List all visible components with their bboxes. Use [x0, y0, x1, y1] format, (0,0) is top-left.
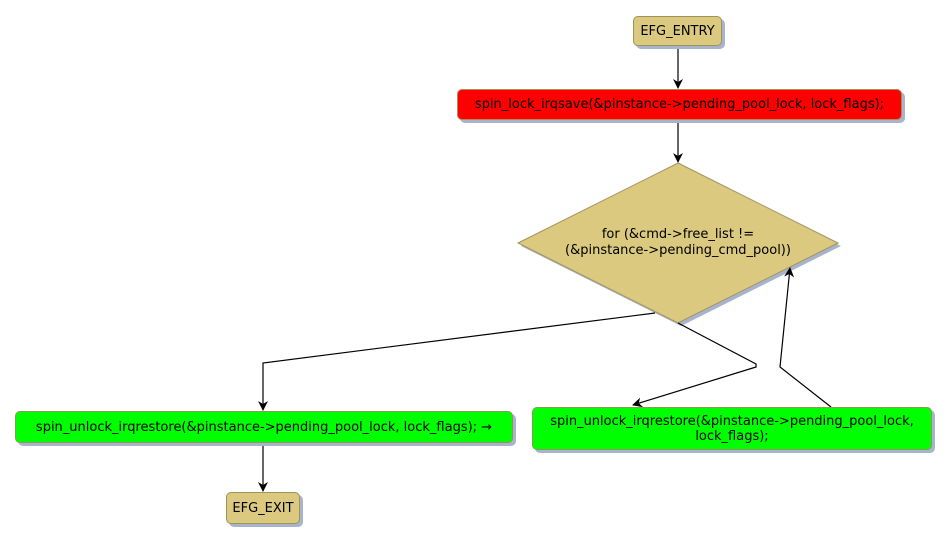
- unlock-exit-label: spin_unlock_irqrestore(&pinstance->pendi…: [35, 419, 493, 435]
- exit-label: EFG_EXIT: [232, 500, 294, 516]
- loop-label-line1: for (&cmd->free_list !=: [601, 227, 755, 242]
- loop-label-line2: (&pinstance->pending_cmd_pool)): [565, 243, 791, 258]
- edge-loop-to-unlock-exit: [258, 312, 656, 411]
- entry-node[interactable]: EFG_ENTRY: [633, 16, 722, 46]
- unlock-body-line1: spin_unlock_irqrestore(&pinstance->pendi…: [550, 413, 914, 429]
- lock-node[interactable]: spin_lock_irqsave(&pinstance->pending_po…: [457, 89, 902, 120]
- loop-label: for (&cmd->free_list != (&pinstance->pen…: [518, 227, 838, 259]
- unlock-exit-node[interactable]: spin_unlock_irqrestore(&pinstance->pendi…: [15, 411, 513, 443]
- edge-unlock-body-back-to-loop: [779, 267, 832, 408]
- unlock-body-line2: lock_flags);: [695, 428, 769, 444]
- unlock-body-node[interactable]: spin_unlock_irqrestore(&pinstance->pendi…: [532, 407, 932, 450]
- exit-node[interactable]: EFG_EXIT: [226, 492, 300, 524]
- lock-label: spin_lock_irqsave(&pinstance->pending_po…: [474, 97, 885, 112]
- edge-loop-to-unlock-body: [632, 322, 757, 408]
- entry-label: EFG_ENTRY: [640, 23, 715, 39]
